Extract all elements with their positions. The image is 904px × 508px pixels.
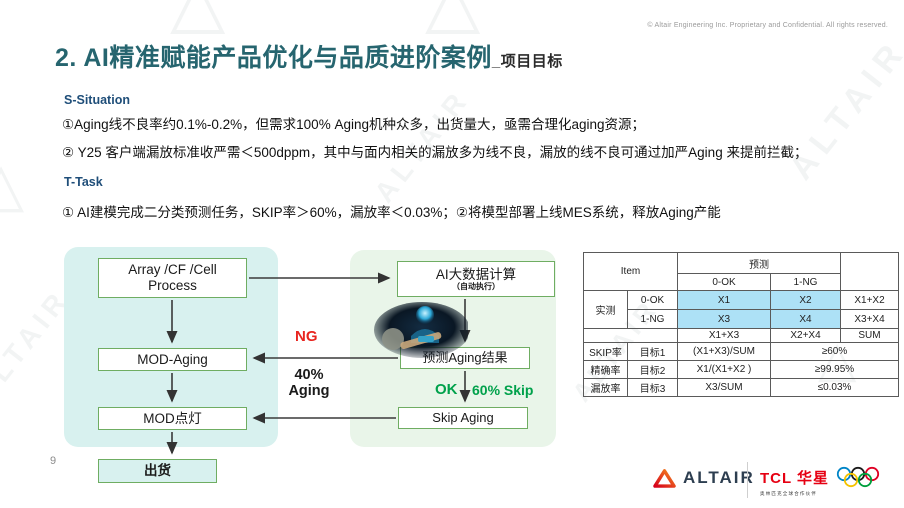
situation-line-2: ② Y25 客户端漏放标准收严需＜500dppm，其中与面内相关的漏放多为线不良… <box>62 145 808 160</box>
table-row: SKIP率 目标1 (X1+X3)/SUM ≥60% <box>583 342 899 361</box>
page-title-suffix: _项目目标 <box>491 53 563 70</box>
flow-box-mod-aging: MOD-Aging <box>98 348 247 371</box>
tcl-tagline: 奥林匹克全球合作伙伴 <box>760 491 817 496</box>
table-cell-x2x4: X2+X4 <box>770 328 841 343</box>
table-row: 漏放率 目标3 X3/SUM ≤0.03% <box>583 378 899 397</box>
metric-name-miss-rate: 漏放率 <box>583 378 628 397</box>
metric-name-precision-rate: 精确率 <box>583 360 628 379</box>
table-cell-empty-corner <box>840 252 899 291</box>
ai-brain-illustration <box>374 302 468 358</box>
flow-box-ai-line2: （自动执行） <box>452 282 500 292</box>
metric-formula-1: (X1+X3)/SUM <box>677 342 771 361</box>
situation-line-1: ①Aging线不良率约0.1%-0.2%，但需求100% Aging机种众多，出… <box>62 117 646 132</box>
metric-name-skip-rate: SKIP率 <box>583 342 628 361</box>
table-row: 1-NG X3 X4 X3+X4 <box>584 309 899 329</box>
metric-target-2: ≥99.95% <box>770 360 899 379</box>
page-number: 9 <box>50 455 57 467</box>
altair-triangle-watermark: △ <box>170 0 226 41</box>
table-cell-actual: 实测 <box>583 290 628 329</box>
metric-goal-2: 目标2 <box>627 360 678 379</box>
flow-box-skip-aging: Skip Aging <box>398 407 528 429</box>
metric-target-3: ≤0.03% <box>770 378 899 397</box>
page-title: 2. AI精准赋能产品优化与品质进阶案例_项目目标 <box>55 38 563 74</box>
table-row: X1+X3 X2+X4 SUM <box>583 328 899 343</box>
metric-goal-3: 目标3 <box>627 378 678 397</box>
table-cell-x1x2: X1+X2 <box>840 290 899 310</box>
table-row: 实测 0-OK X1 X2 X1+X2 <box>583 290 899 329</box>
table-row-1ng: 1-NG <box>627 309 678 329</box>
label-ok: OK <box>435 381 458 398</box>
table-cell-x1x3: X1+X3 <box>677 328 771 343</box>
table-row-0ok: 0-OK <box>627 290 678 310</box>
label-ng: NG <box>295 328 318 345</box>
table-row: 精确率 目标2 X1/(X1+X2 ) ≥99.95% <box>583 360 899 379</box>
flow-box-array-cf-cell: Array /CF /Cell Process <box>98 258 247 298</box>
table-cell-sum: SUM <box>840 328 899 343</box>
altair-text-watermark: ALTAIR <box>781 31 904 187</box>
altair-logo-text: ALTAIR <box>683 468 755 487</box>
table-col-1ng: 1-NG <box>770 273 841 291</box>
page-title-main: 2. AI精准赋能产品优化与品质进阶案例 <box>55 44 492 72</box>
tcl-logo-text: TCL 华星 <box>760 469 830 487</box>
table-col-0ok: 0-OK <box>677 273 771 291</box>
tcl-huaxing-logo: TCL 华星 奥林匹克全球合作伙伴 <box>760 465 881 497</box>
flow-box-array-line1: Array /CF /Cell <box>128 262 217 278</box>
flow-box-shipment: 出货 <box>98 459 217 483</box>
metric-goal-1: 目标1 <box>627 342 678 361</box>
table-cell-x2: X2 <box>770 290 841 310</box>
table-cell-x3: X3 <box>677 309 771 329</box>
flow-box-mod-lighting: MOD点灯 <box>98 407 247 430</box>
table-cell-prediction: 预测 <box>677 252 841 274</box>
altair-triangle-watermark: △ <box>0 151 25 218</box>
olympic-rings-icon <box>836 466 880 488</box>
table-cell-x4: X4 <box>770 309 841 329</box>
table-cell-x1: X1 <box>677 290 771 310</box>
situation-header: S-Situation <box>64 93 130 107</box>
altair-logo: ALTAIR <box>653 468 755 488</box>
flow-box-ai-line1: AI大数据计算 <box>435 266 517 282</box>
metric-target-1: ≥60% <box>770 342 899 361</box>
logo-divider <box>747 462 748 498</box>
label-aging: Aging <box>288 382 330 399</box>
prediction-matrix-table: Item 预测 0-OK 1-NG 实测 0-OK X1 X2 X1+X2 1-… <box>583 252 899 397</box>
copyright-notice: © Altair Engineering Inc. Proprietary an… <box>647 22 888 29</box>
metric-formula-3: X3/SUM <box>677 378 771 397</box>
label-60pct-skip: 60% Skip <box>472 382 534 398</box>
table-cell-item: Item <box>583 252 678 291</box>
altair-triangle-watermark: △ <box>425 0 481 41</box>
task-line-1: ① AI建模完成二分类预测任务，SKIP率＞60%，漏放率＜0.03%；②将模型… <box>62 205 721 220</box>
label-40pct-aging: 40% Aging <box>284 367 334 400</box>
flow-box-array-line2: Process <box>148 278 197 293</box>
table-cell-empty <box>583 328 678 343</box>
table-cell-x3x4: X3+X4 <box>840 309 899 329</box>
task-header: T-Task <box>64 175 103 189</box>
flow-box-ai-compute: AI大数据计算 （自动执行） <box>397 261 555 297</box>
altair-triangle-icon <box>653 469 676 488</box>
label-40pct: 40% <box>294 367 324 383</box>
metric-formula-2: X1/(X1+X2 ) <box>677 360 771 379</box>
